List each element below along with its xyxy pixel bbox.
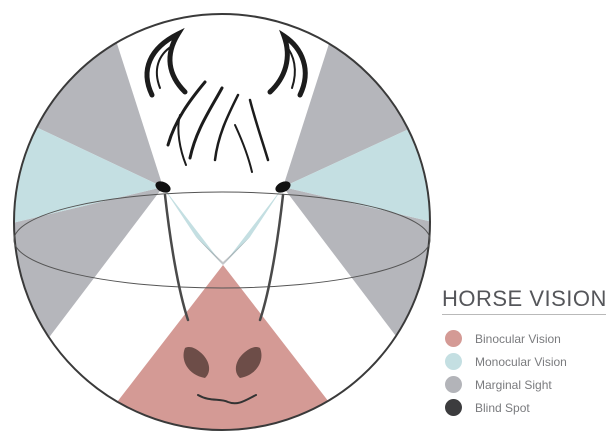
legend-item-binocular: Binocular Vision bbox=[442, 327, 608, 350]
legend: HORSE VISION Binocular Vision Monocular … bbox=[442, 286, 608, 419]
legend-label: Marginal Sight bbox=[475, 378, 552, 392]
monocular-swatch bbox=[445, 353, 462, 370]
legend-divider bbox=[442, 314, 606, 315]
legend-title: HORSE VISION bbox=[442, 286, 608, 312]
legend-item-marginal: Marginal Sight bbox=[442, 373, 608, 396]
legend-item-blind-spot: Blind Spot bbox=[442, 396, 608, 419]
legend-item-monocular: Monocular Vision bbox=[442, 350, 608, 373]
binocular-swatch bbox=[445, 330, 462, 347]
legend-label: Binocular Vision bbox=[475, 332, 561, 346]
marginal-swatch bbox=[445, 376, 462, 393]
legend-label: Blind Spot bbox=[475, 401, 530, 415]
legend-label: Monocular Vision bbox=[475, 355, 567, 369]
blind-spot-swatch bbox=[445, 399, 462, 416]
